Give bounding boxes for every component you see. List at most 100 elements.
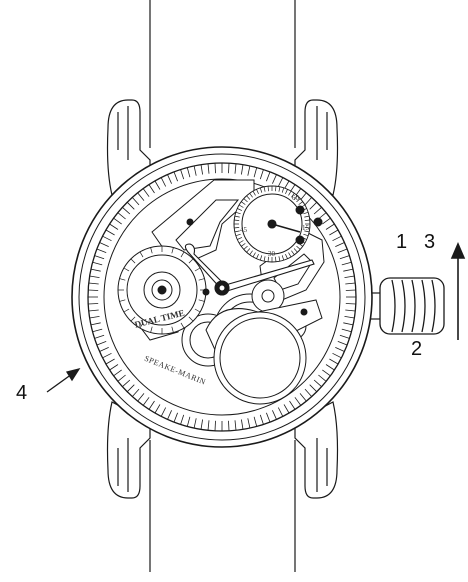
tick-mark	[123, 308, 130, 313]
tick-mark	[241, 419, 244, 430]
tick-mark	[266, 412, 271, 423]
tick-mark	[337, 341, 348, 346]
tick-mark	[123, 267, 130, 272]
callout-4: 4	[16, 382, 28, 404]
tick-mark	[313, 207, 322, 215]
tick-mark	[303, 233, 309, 237]
tick-mark	[343, 322, 354, 326]
tick-mark	[102, 235, 112, 242]
tick-mark	[313, 379, 322, 387]
tick-mark	[186, 416, 191, 427]
tick-mark	[285, 253, 288, 259]
hour-hand	[184, 243, 227, 291]
tick-mark	[89, 275, 100, 278]
tick-mark	[300, 240, 306, 244]
tick-mark	[113, 217, 122, 225]
tick-mark	[109, 223, 119, 230]
tick-mark	[247, 418, 251, 429]
tick-mark	[329, 229, 339, 236]
tick-mark	[246, 248, 251, 253]
tick-mark	[298, 243, 303, 247]
tick-mark	[238, 204, 244, 208]
tick-mark	[214, 420, 216, 431]
tick-mark	[235, 233, 241, 237]
tick-mark	[228, 163, 230, 174]
tick-mark	[113, 369, 122, 377]
tick-mark	[304, 227, 310, 229]
upper-strap	[149, 0, 296, 148]
movement	[117, 179, 325, 405]
tick-mark	[301, 208, 307, 211]
tick-mark	[304, 388, 312, 397]
tick-mark	[119, 299, 126, 302]
tick-mark	[309, 201, 318, 210]
tick-mark	[304, 219, 310, 221]
seconds-label-30: 30	[268, 250, 276, 258]
tick-mark	[259, 169, 264, 180]
tick-mark	[277, 407, 284, 417]
tick-mark	[247, 165, 251, 176]
tick-mark	[267, 256, 269, 262]
tick-mark	[344, 316, 355, 319]
tick-mark	[180, 414, 185, 425]
tick-mark	[117, 374, 126, 382]
seconds-hand	[271, 223, 301, 233]
tick-mark	[256, 189, 259, 195]
tick-mark	[180, 169, 185, 180]
lugs	[106, 99, 339, 499]
tick-mark	[241, 164, 244, 175]
tick-mark	[288, 252, 292, 258]
tick-mark	[252, 252, 256, 258]
tick-mark	[88, 303, 99, 305]
tick-mark	[281, 255, 285, 261]
tick-mark	[277, 177, 284, 187]
tick-mark	[154, 180, 161, 190]
tick-mark	[96, 248, 107, 253]
tick-mark	[109, 364, 119, 371]
tick-mark	[243, 245, 248, 250]
tick-mark	[296, 245, 301, 250]
tick-mark	[96, 341, 107, 346]
tick-mark	[339, 334, 350, 339]
tick-mark	[234, 227, 240, 229]
tick-mark	[259, 187, 263, 193]
tick-mark	[99, 242, 109, 247]
tick-mark	[345, 289, 356, 291]
tick-mark	[241, 201, 246, 205]
tick-mark	[99, 347, 109, 352]
tick-mark	[325, 223, 335, 230]
tick-mark	[132, 197, 140, 206]
tick-mark	[344, 275, 355, 278]
tick-mark	[193, 165, 197, 176]
tick-mark	[288, 190, 292, 196]
tick-mark	[171, 326, 174, 333]
tick-mark	[329, 358, 339, 365]
tick-mark	[237, 208, 243, 211]
tick-mark	[303, 211, 309, 215]
arrow-up-icon	[450, 241, 466, 340]
tick-mark	[345, 309, 356, 312]
tick-mark	[194, 308, 201, 313]
tick-mark	[275, 256, 277, 262]
tick-mark	[167, 174, 172, 184]
tick-mark	[122, 207, 131, 215]
tick-mark	[198, 299, 205, 302]
tick-mark	[102, 352, 112, 359]
seconds-label-60: 60	[292, 194, 300, 202]
tick-mark	[304, 215, 310, 218]
tick-mark	[249, 250, 253, 255]
tick-mark	[249, 193, 253, 198]
tick-mark	[194, 267, 201, 272]
tick-mark	[341, 261, 352, 266]
tick-mark	[332, 235, 342, 242]
tick-mark	[263, 256, 266, 262]
tick-mark	[259, 255, 263, 261]
seconds-label-45: 45	[240, 226, 248, 234]
tick-mark	[235, 211, 241, 215]
tick-mark	[188, 258, 194, 264]
tick-mark	[130, 258, 136, 264]
tick-mark	[289, 400, 296, 410]
tick-mark	[142, 397, 150, 406]
tick-mark	[188, 316, 194, 322]
tick-mark	[304, 197, 312, 206]
